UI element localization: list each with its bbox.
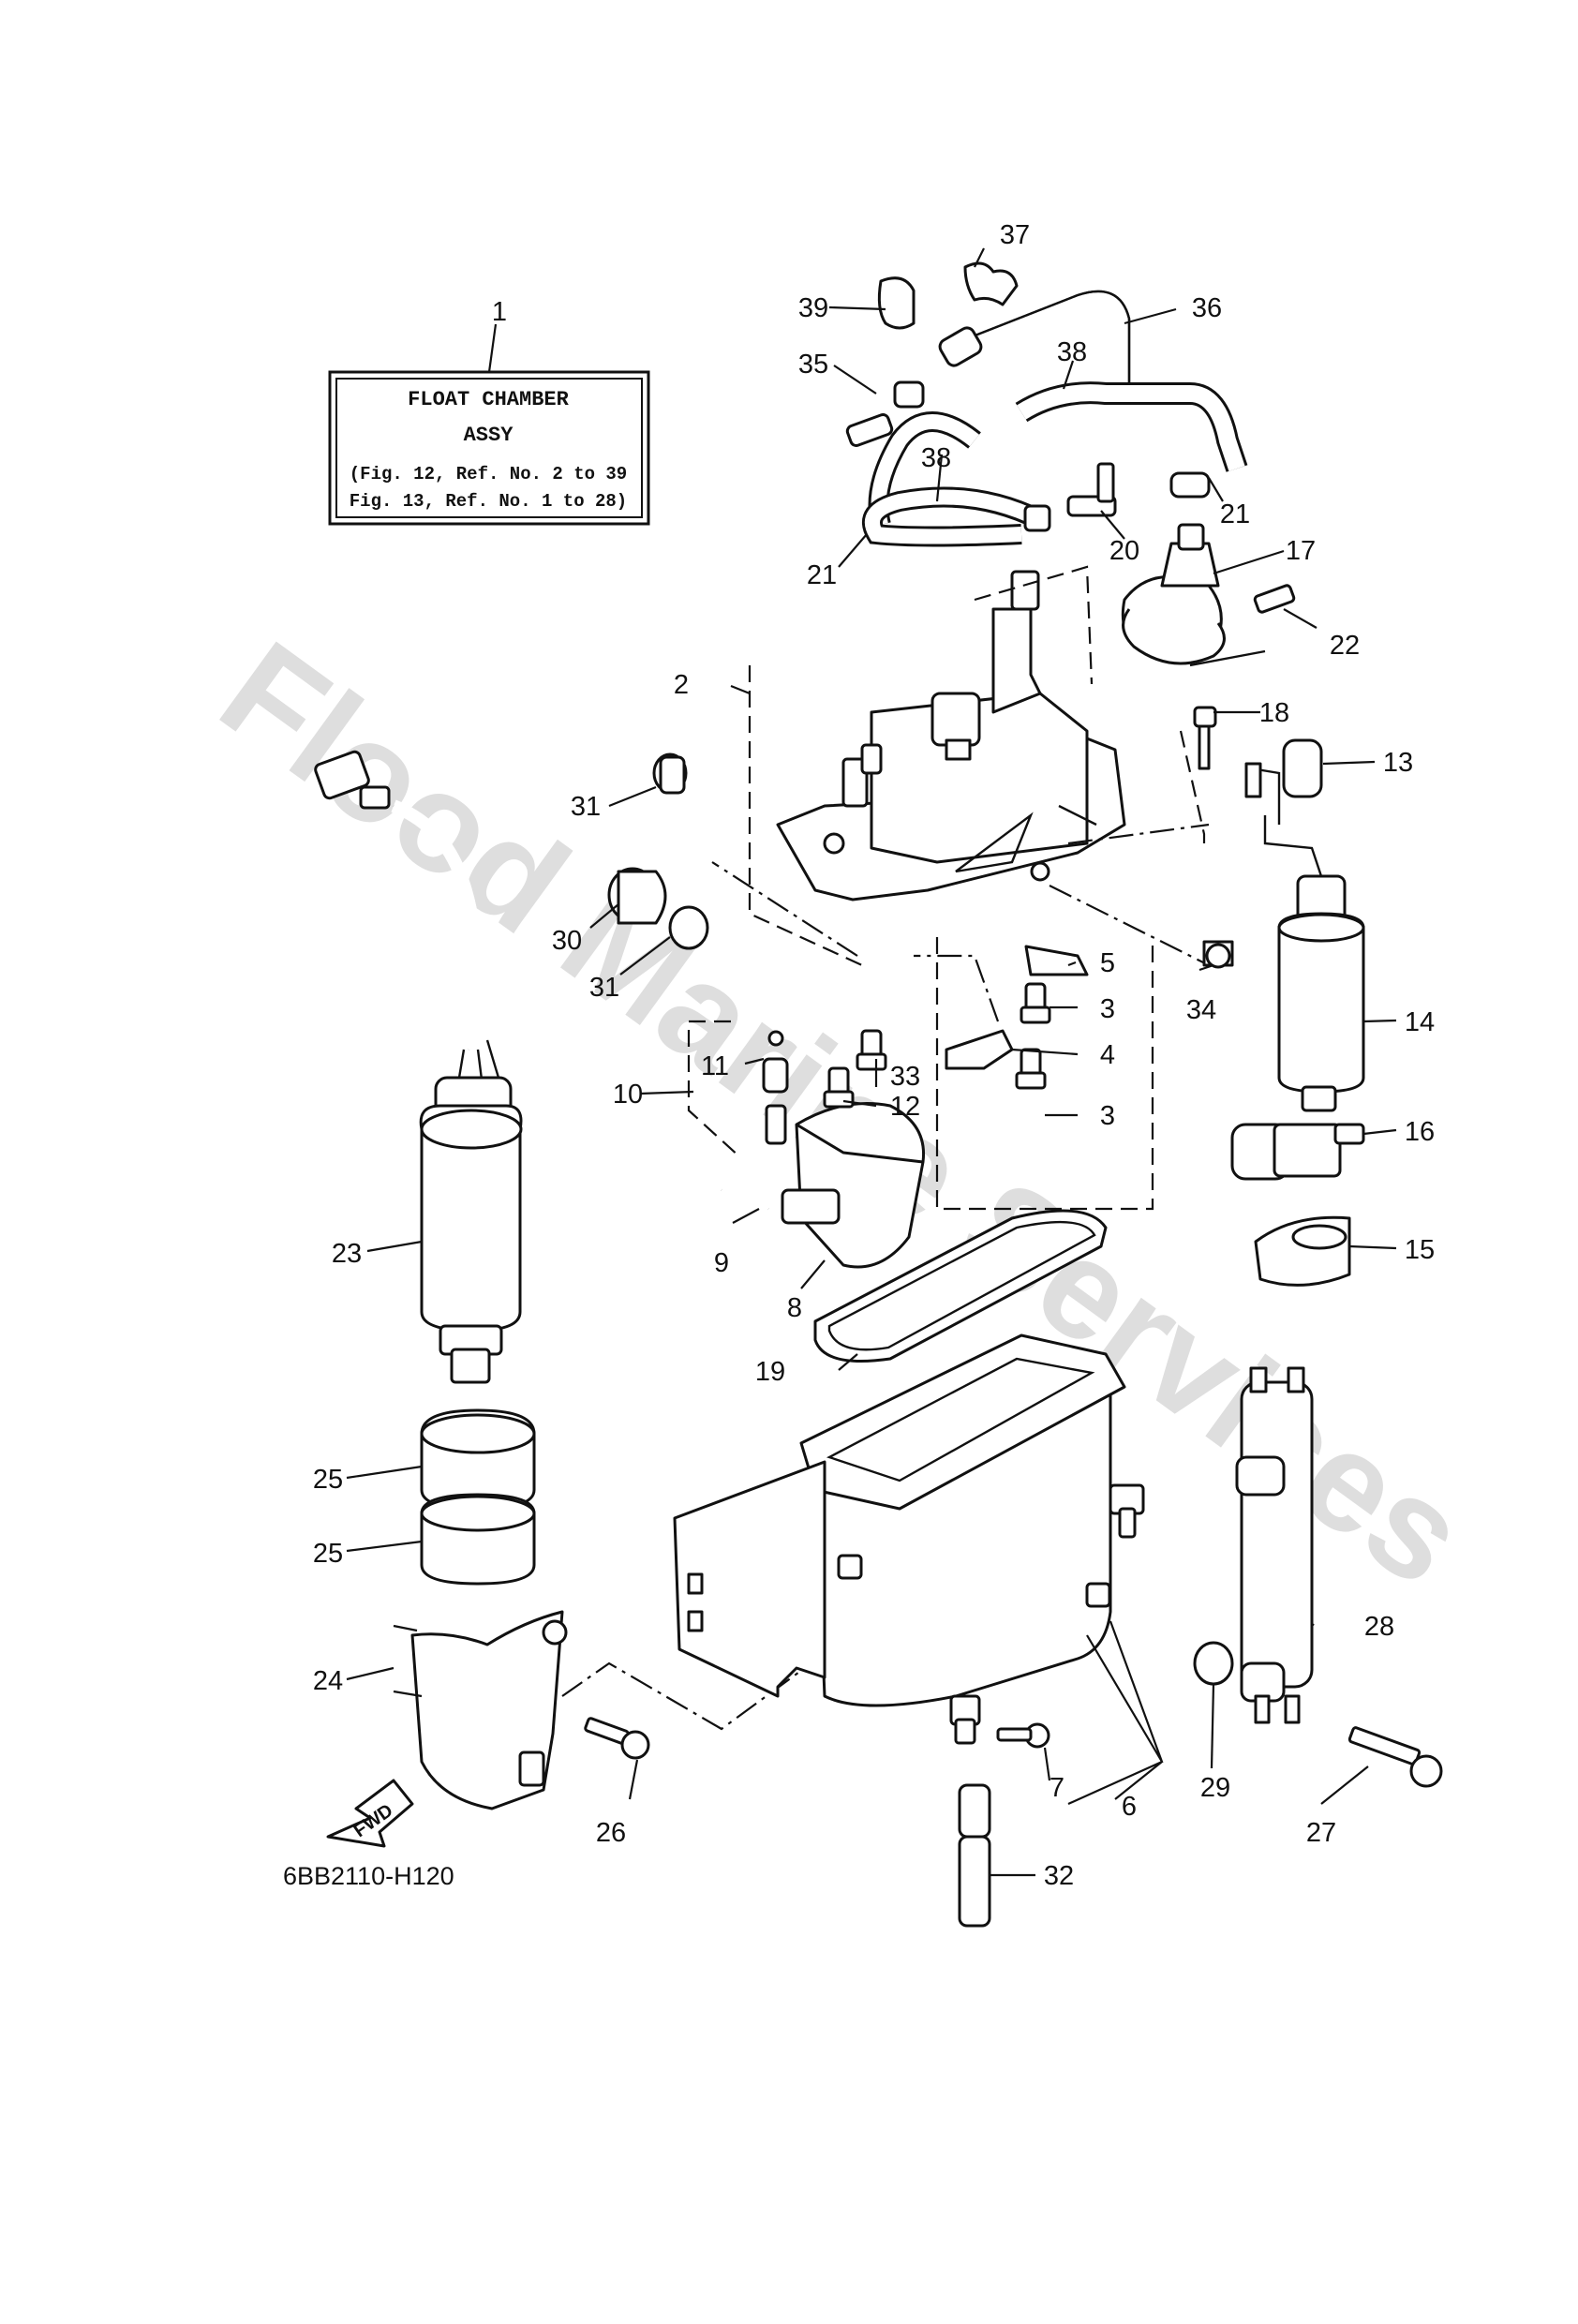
float-chamber-body — [673, 1333, 1145, 1745]
callout-34: 34 — [1186, 995, 1216, 1025]
assembly-reference-box: FLOAT CHAMBER ASSY (Fig. 12, Ref. No. 2 … — [328, 323, 650, 526]
callout-22: 22 — [1330, 631, 1360, 661]
fuel-cooler — [1193, 1366, 1443, 1788]
low-pressure-fuel-pump — [314, 750, 523, 1384]
pump-bracket — [393, 1610, 650, 1810]
callout-2: 2 — [674, 670, 689, 700]
callout-30: 30 — [552, 926, 582, 956]
callout-leaders — [346, 247, 1397, 1877]
callout-29: 29 — [1200, 1773, 1230, 1803]
callout-35: 35 — [798, 350, 828, 380]
small-fasteners — [762, 706, 1217, 1145]
callout-39: 39 — [798, 293, 828, 323]
callout-24: 24 — [313, 1666, 343, 1696]
assembly-ref-line-2: Fig. 13, Ref. No. 1 to 28) — [350, 491, 627, 512]
callout-numbers: 1 37 39 36 35 38 38 21 21 20 17 22 2 18 … — [313, 220, 1435, 1891]
assembly-ref-line-1: (Fig. 12, Ref. No. 2 to 39 — [350, 464, 627, 484]
callout-25-lower: 25 — [313, 1539, 343, 1569]
callout-12: 12 — [890, 1092, 920, 1122]
callout-15: 15 — [1405, 1235, 1435, 1265]
callout-32: 32 — [1044, 1861, 1074, 1891]
callout-6: 6 — [1122, 1792, 1137, 1822]
needle-valve-group-outline — [687, 1020, 741, 1158]
assembly-title: FLOAT CHAMBER — [408, 388, 569, 411]
callout-13: 13 — [1383, 748, 1413, 778]
callout-9: 9 — [714, 1248, 729, 1278]
callout-10: 10 — [613, 1080, 643, 1110]
callout-19: 19 — [755, 1357, 785, 1387]
vapor-separator-cover — [776, 570, 1126, 901]
pressure-regulator — [1121, 523, 1296, 667]
high-pressure-fuel-pump — [1230, 738, 1365, 1287]
callout-38-lower: 38 — [921, 443, 951, 473]
callout-8: 8 — [787, 1293, 802, 1323]
plate-group-outline — [935, 937, 1154, 1211]
callout-27: 27 — [1306, 1818, 1336, 1848]
callout-21-left: 21 — [807, 560, 837, 590]
fuel-filter — [721, 1102, 926, 1269]
callout-3-lower: 3 — [1100, 1101, 1115, 1131]
callout-31-upper: 31 — [571, 792, 601, 822]
float-chamber-gasket — [813, 1209, 1108, 1363]
callout-3-upper: 3 — [1100, 994, 1115, 1024]
assembly-subtitle: ASSY — [464, 424, 514, 447]
callout-25-upper: 25 — [313, 1465, 343, 1495]
callout-37: 37 — [1000, 220, 1030, 250]
callout-14: 14 — [1405, 1007, 1435, 1037]
callout-36: 36 — [1192, 293, 1222, 323]
callout-16: 16 — [1405, 1117, 1435, 1147]
callout-31-lower: 31 — [589, 973, 619, 1003]
callout-23: 23 — [332, 1239, 362, 1269]
callout-21-right: 21 — [1220, 499, 1250, 529]
drain-parts — [958, 1722, 1050, 1928]
rubber-grommets — [607, 752, 1234, 969]
pump-grommets — [420, 1408, 536, 1586]
drawing-code: 6BB2110-H120 — [283, 1862, 454, 1890]
callout-20: 20 — [1109, 536, 1139, 566]
callout-38-upper: 38 — [1057, 337, 1087, 367]
retaining-plates — [945, 945, 1089, 1070]
callout-1: 1 — [492, 297, 507, 327]
callout-28: 28 — [1364, 1612, 1394, 1642]
callout-18: 18 — [1259, 698, 1289, 728]
callout-11: 11 — [701, 1051, 729, 1081]
callout-17: 17 — [1286, 536, 1316, 566]
fuel-hose-assembly — [845, 261, 1248, 547]
callout-26: 26 — [596, 1818, 626, 1848]
cover-group-outline — [748, 565, 1206, 966]
callout-5: 5 — [1100, 948, 1115, 978]
callout-7: 7 — [1050, 1773, 1064, 1803]
callout-4: 4 — [1100, 1040, 1115, 1070]
forward-direction-arrow: FWD — [326, 1779, 414, 1848]
callout-33: 33 — [890, 1062, 920, 1092]
